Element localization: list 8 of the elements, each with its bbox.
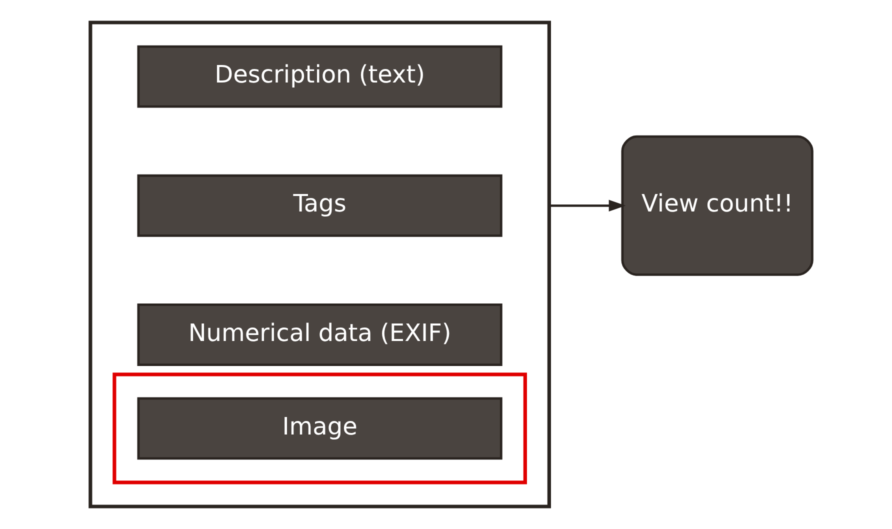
cluster — [88, 20, 550, 508]
node-box: Tags — [136, 174, 502, 237]
node-box: Description (text) — [136, 45, 502, 108]
arrow — [548, 200, 626, 212]
node-box: Image — [136, 397, 502, 460]
cluster — [112, 372, 526, 484]
node-box: Numerical data (EXIF) — [136, 304, 502, 366]
node-box: View count!! — [620, 135, 813, 276]
